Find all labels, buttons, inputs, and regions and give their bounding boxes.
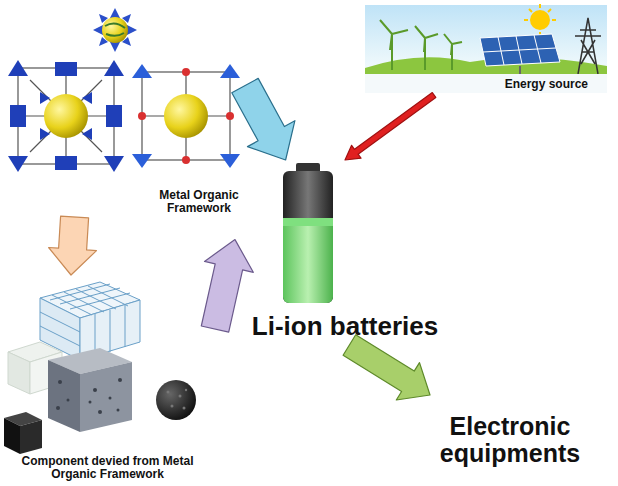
black-cube [4, 412, 42, 454]
block-arrow [343, 335, 430, 400]
power-pylon [575, 18, 601, 74]
mof-framework-right [132, 64, 240, 168]
node-label: Li-ion batteries [252, 312, 438, 341]
node-label: Metal Organic Framework [157, 189, 241, 215]
battery-icon [283, 163, 333, 303]
component-node: Component devied from Metal Organic Fram… [0, 275, 215, 483]
node-label: Electronic equipments [410, 413, 610, 468]
energy-source-picture [365, 4, 607, 93]
block-arrow [345, 93, 436, 160]
derived-components-picture [4, 282, 196, 454]
block-arrow [201, 240, 253, 333]
solar-panel [480, 34, 560, 74]
energy-source-node: Energy source [363, 3, 608, 95]
electronic-node: Electronic equipments [410, 395, 610, 477]
mof-framework-left [8, 60, 124, 172]
battery-node: Li-ion batteries [235, 160, 455, 345]
block-arrow [232, 78, 295, 160]
mof-sphere-icon [93, 8, 137, 52]
mof-node: Metal Organic Framework [5, 5, 245, 217]
porous-sphere [156, 380, 196, 420]
porous-cube [48, 348, 132, 432]
block-arrow [49, 216, 97, 275]
node-label: Energy source [505, 78, 588, 91]
node-label: Component devied from Metal Organic Fram… [5, 455, 210, 481]
